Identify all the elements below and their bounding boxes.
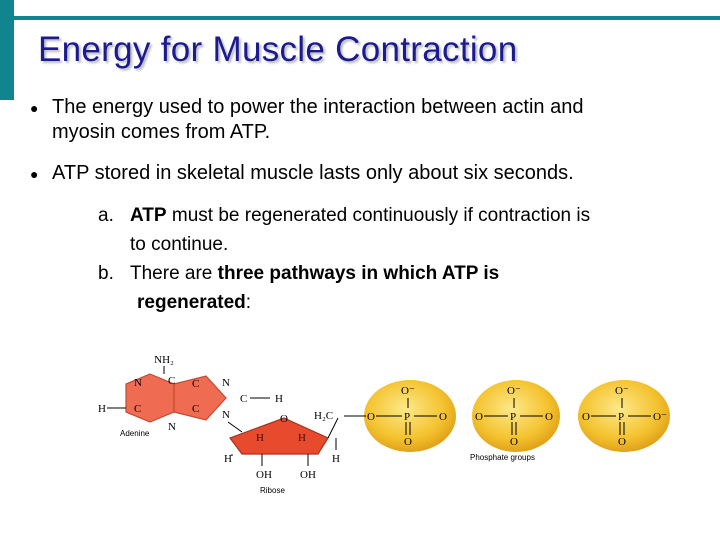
accent-bar-left xyxy=(0,0,14,100)
svg-text:P: P xyxy=(618,411,624,423)
ribose-oh-right: OH xyxy=(300,469,316,481)
subpoint-b-bold2: regenerated xyxy=(137,292,246,313)
ribose-label: Ribose xyxy=(260,486,285,495)
phosphate-group-3: O⁻ O P O⁻ O xyxy=(578,380,670,452)
subpoint-a: a. ATP must be regenerated continuously i… xyxy=(98,201,718,259)
adenine-n-bottom: N xyxy=(168,421,176,433)
bullet-1-line1: The energy used to power the interaction… xyxy=(52,96,584,118)
subpoint-b-bold1: three pathways in which ATP is xyxy=(217,263,500,284)
adenine-c-mid: C xyxy=(192,378,199,390)
subpoint-a-bold: ATP xyxy=(130,205,167,226)
adenine-label: Adenine xyxy=(120,429,150,438)
svg-text:O⁻: O⁻ xyxy=(615,385,629,397)
adenine-c-top: C xyxy=(168,375,175,387)
subpoint-a-marker: a. xyxy=(98,205,114,226)
ribose-h-right: H xyxy=(298,432,306,444)
svg-text:O: O xyxy=(367,411,375,423)
adenine-c-right: C xyxy=(240,393,247,405)
adenine-h-right: H xyxy=(275,393,283,405)
svg-text:O: O xyxy=(618,436,626,448)
slide-title: Energy for Muscle Contraction xyxy=(38,30,518,69)
svg-text:O: O xyxy=(404,436,412,448)
ribose-oh-left: OH xyxy=(256,469,272,481)
subpoint-b: b. There are three pathways in which ATP … xyxy=(98,259,718,317)
svg-text:O⁻: O⁻ xyxy=(401,385,415,397)
ribose-ring xyxy=(229,417,329,455)
ribose-h-far-left: H xyxy=(224,453,232,465)
adenine-ring xyxy=(125,373,227,423)
adenine-c-low: C xyxy=(192,403,199,415)
adenine-nh2: NH₂ xyxy=(154,354,174,366)
subpoint-b-start: There are xyxy=(130,263,218,284)
ribose-o: O xyxy=(280,413,288,425)
svg-text:O: O xyxy=(475,411,483,423)
phosphate-group-1: O⁻ O P O O xyxy=(364,380,456,452)
subpoint-a-line2: to continue. xyxy=(130,234,229,255)
svg-text:O⁻: O⁻ xyxy=(507,385,521,397)
svg-text:O: O xyxy=(439,411,447,423)
subpoint-b-marker: b. xyxy=(98,263,114,284)
svg-text:O⁻: O⁻ xyxy=(653,411,667,423)
subpoint-a-rest: must be regenerated continuously if cont… xyxy=(166,205,591,226)
bullet-2: ● ATP stored in skeletal muscle lasts on… xyxy=(30,161,700,187)
phosphate-groups-label: Phosphate groups xyxy=(470,453,535,462)
svg-text:P: P xyxy=(510,411,516,423)
adenine-n-left: N xyxy=(134,377,142,389)
ribose-h-left: H xyxy=(256,432,264,444)
accent-bar-top xyxy=(14,16,720,20)
svg-text:O: O xyxy=(510,436,518,448)
svg-text:O: O xyxy=(545,411,553,423)
ribose-h2c: H₂C xyxy=(314,410,333,422)
phosphate-group-2: O⁻ O P O O xyxy=(472,380,560,452)
adenine-n-low-right: N xyxy=(222,409,230,421)
bullet-2-text: ATP stored in skeletal muscle lasts only… xyxy=(52,162,574,184)
bullet-1: ● The energy used to power the interacti… xyxy=(30,95,700,145)
bullet-dot-icon: ● xyxy=(30,166,39,182)
svg-text:O: O xyxy=(582,411,590,423)
atp-molecule-diagram: NH₂ C N C N C H H C C N N Adenine O H H … xyxy=(98,354,670,495)
adenine-c-left: C xyxy=(134,403,141,415)
ribose-h-far-right: H xyxy=(332,453,340,465)
svg-text:P: P xyxy=(404,411,410,423)
bullet-1-line2: myosin comes from ATP. xyxy=(52,121,271,143)
adenine-n-right: N xyxy=(222,377,230,389)
bullet-dot-icon: ● xyxy=(30,100,39,116)
adenine-h-left: H xyxy=(98,403,106,415)
subpoint-b-tail: : xyxy=(245,292,252,313)
